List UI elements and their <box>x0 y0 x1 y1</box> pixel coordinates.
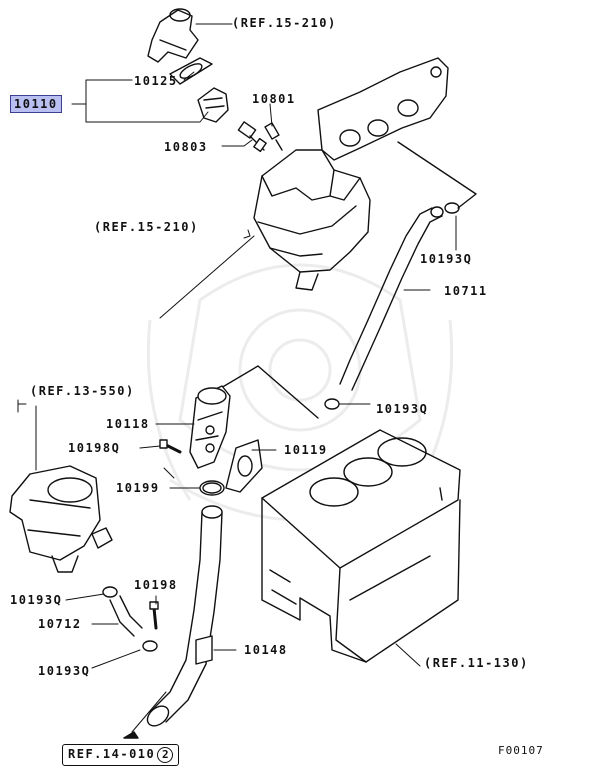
part-label-10193q-mid[interactable]: 10193Q <box>376 402 429 416</box>
gasket-10125 <box>169 57 213 85</box>
bolt-10198q <box>159 439 182 454</box>
part-label-10119[interactable]: 10119 <box>284 443 328 457</box>
clamp-10193q-mid <box>324 398 340 410</box>
part-label-10110[interactable]: 10110 <box>10 95 62 113</box>
part-label-10198q[interactable]: 10198Q <box>68 441 121 455</box>
o-ring-10199 <box>199 480 225 496</box>
water-pipe-10148 <box>146 505 223 727</box>
figure-id: F00107 <box>498 744 544 757</box>
clamp-10193q-left <box>102 586 118 598</box>
ref-label-bottom-text: REF.14-010 <box>68 747 156 761</box>
ref-label-left[interactable]: (REF.13-550) <box>30 384 135 398</box>
part-label-10198[interactable]: 10198 <box>134 578 178 592</box>
part-label-10118[interactable]: 10118 <box>106 417 150 431</box>
ref-circle-number: 2 <box>157 747 174 763</box>
gasket-10119 <box>225 439 263 493</box>
ref-label-mid[interactable]: (REF.15-210) <box>94 220 199 234</box>
part-label-10125[interactable]: 10125 <box>134 74 178 88</box>
part-label-10711[interactable]: 10711 <box>444 284 488 298</box>
clamp-10193q-bottom <box>142 640 158 652</box>
part-label-10193q-bottom[interactable]: 10193Q <box>38 664 91 678</box>
bolt-10198 <box>149 601 159 630</box>
arrow-ref-bottom <box>123 731 139 739</box>
thermostat-housing-cover <box>147 8 199 63</box>
clamp-10193q-top <box>444 202 460 214</box>
hose-10711 <box>339 206 444 391</box>
water-pump-housing <box>9 465 113 573</box>
hose-10712 <box>109 595 143 637</box>
part-label-10193q-top[interactable]: 10193Q <box>420 252 473 266</box>
part-label-10803[interactable]: 10803 <box>164 140 208 154</box>
ref-label-block[interactable]: (REF.11-130) <box>424 656 529 670</box>
exhaust-manifold <box>253 57 449 291</box>
leader-lines <box>17 23 457 733</box>
part-label-10193q-left[interactable]: 10193Q <box>10 593 63 607</box>
part-label-10199[interactable]: 10199 <box>116 481 160 495</box>
cylinder-block <box>261 429 461 663</box>
part-label-10712[interactable]: 10712 <box>38 617 82 631</box>
part-label-10801[interactable]: 10801 <box>252 92 296 106</box>
water-outlet-fitting-10118 <box>189 385 231 469</box>
sensor-10803 <box>237 121 267 153</box>
ref-label-top[interactable]: (REF.15-210) <box>232 16 337 30</box>
thermostat-10110 <box>197 87 229 123</box>
sensor-10801 <box>264 122 283 151</box>
part-label-10148[interactable]: 10148 <box>244 643 288 657</box>
leader-manifold-clamp <box>397 141 477 209</box>
